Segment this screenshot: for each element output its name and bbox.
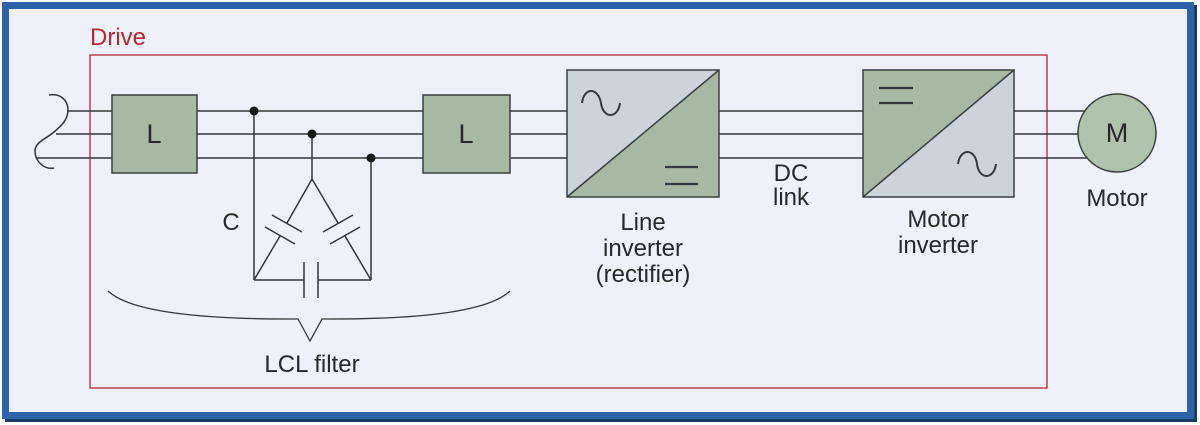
motor-inverter-label-1: Motor [907, 206, 968, 233]
line-inverter-outline [566, 69, 720, 198]
lcl-filter-label: LCL filter [264, 351, 359, 378]
capacitor-label: C [222, 209, 239, 236]
junction-dot [366, 153, 376, 163]
motor-symbol: M [1106, 118, 1129, 148]
motor-inverter-box [862, 69, 1015, 198]
cap-delta-right-side [311, 178, 372, 281]
inductor1-box [111, 94, 198, 174]
junction-dot [307, 129, 317, 139]
lcl-brace [107, 290, 511, 343]
motor-inverter-outline [862, 69, 1015, 198]
motor-label: Motor [1086, 185, 1147, 212]
inductor2-box [422, 94, 511, 174]
junction-dots [249, 106, 376, 163]
ac-source-icon [34, 93, 69, 170]
capacitor-plates-left [264, 214, 303, 245]
line-inverter-diagonal [566, 69, 720, 198]
inductor1-label: L [146, 119, 161, 149]
line-inverter-label-3: (rectifier) [596, 261, 691, 288]
line-inverter-label-1: Line [620, 209, 665, 236]
motor-circle [1077, 93, 1157, 173]
dc-link-label-1: DC [774, 160, 809, 187]
line-inverter-box [566, 69, 720, 198]
capacitor-plates-bottom [303, 262, 319, 298]
inductor2-label: L [458, 119, 473, 149]
capacitor-plates-right [322, 214, 361, 245]
drive-label: Drive [90, 24, 146, 51]
ac-sine-icon [957, 151, 997, 177]
dc-bars-icon [665, 165, 698, 186]
line-inverter-label-2: inverter [603, 235, 683, 262]
dc-bars-icon [879, 86, 913, 105]
motor-inverter-label-2: inverter [898, 232, 978, 259]
motor-inverter-diagonal [862, 69, 1015, 198]
dc-link-label-2: link [773, 184, 810, 211]
cap-delta-left-side [253, 178, 313, 281]
ac-sine-icon [581, 90, 621, 116]
capacitor-delta-network [253, 111, 372, 298]
drive-boundary [89, 54, 1048, 389]
junction-dot [249, 106, 259, 116]
